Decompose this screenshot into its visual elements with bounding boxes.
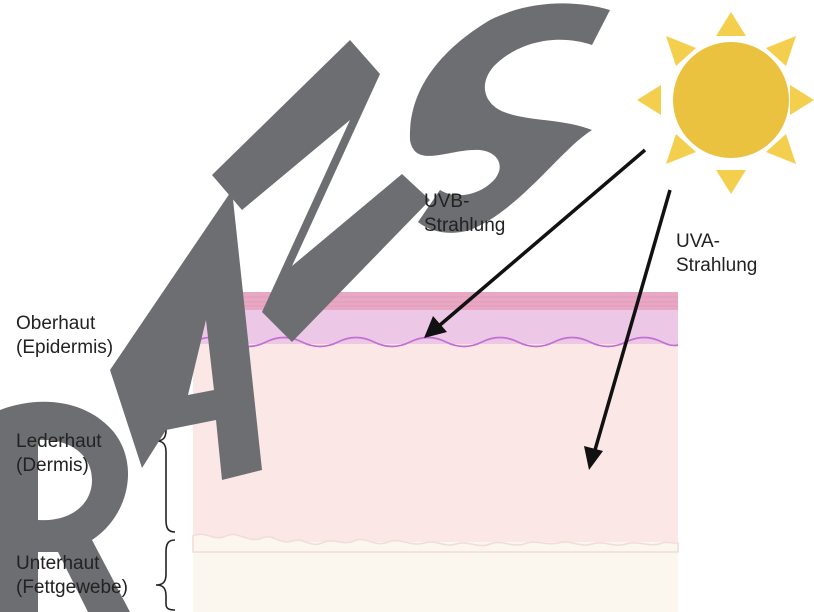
brace-icon [156, 540, 175, 610]
dermis-label-line1: Lederhaut [16, 430, 102, 454]
epidermis-label-line2: (Epidermis) [16, 336, 113, 360]
uvb-label-line2: Strahlung [424, 214, 505, 238]
subcutis-label-line1: Unterhaut [16, 552, 128, 576]
uva-label-line1: UVA- [676, 230, 757, 254]
epidermis-label-line1: Oberhaut [16, 312, 113, 336]
uvb-label: UVB- Strahlung [424, 190, 505, 238]
dermis-label-line2: (Dermis) [16, 454, 102, 478]
uva-label: UVA- Strahlung [676, 230, 757, 278]
subcutis-label-line2: (Fettgewebe) [16, 576, 128, 600]
uva-label-line2: Strahlung [676, 254, 757, 278]
subcutis-label: Unterhaut (Fettgewebe) [16, 552, 128, 600]
dermis-label: Lederhaut (Dermis) [16, 430, 102, 478]
uvb-label-line1: UVB- [424, 190, 505, 214]
dermis-layer [193, 342, 678, 542]
sun-icon [637, 12, 814, 194]
epidermis-label: Oberhaut (Epidermis) [16, 312, 113, 360]
